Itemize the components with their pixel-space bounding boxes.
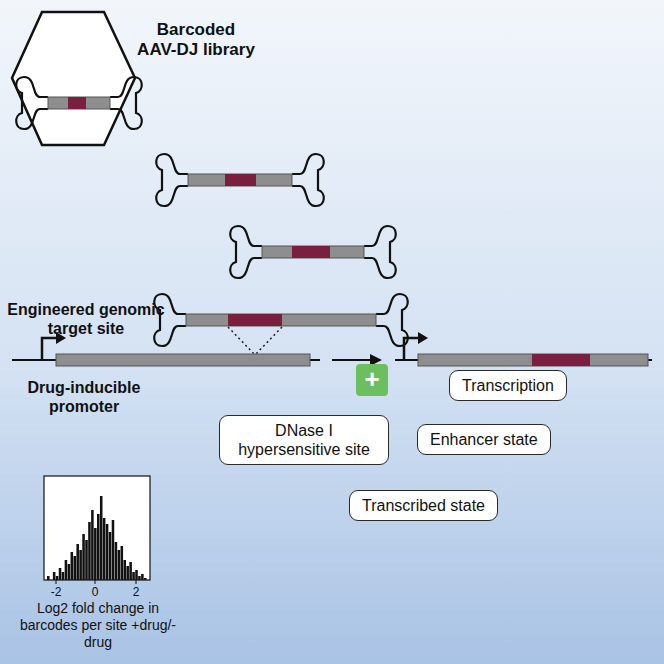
feature-box: Transcribed state xyxy=(349,490,498,521)
axis-tick xyxy=(95,580,96,584)
axis-tick xyxy=(136,580,137,584)
histogram-bar xyxy=(47,576,50,580)
histogram-bar xyxy=(73,556,76,580)
aav-construct xyxy=(156,154,324,206)
homology-arm xyxy=(48,97,110,109)
homology-arm xyxy=(188,174,292,186)
barcode xyxy=(292,246,330,258)
axis-tick-label: -2 xyxy=(41,585,71,599)
histogram-bar xyxy=(85,540,88,580)
histogram-bar xyxy=(50,580,53,581)
caption-label: Drug-inducible promoter xyxy=(4,378,164,416)
target-gene xyxy=(56,354,310,366)
histogram-bar xyxy=(94,528,97,580)
barcode xyxy=(68,97,86,109)
histogram-frame xyxy=(44,476,150,580)
axis-tick xyxy=(56,580,57,584)
node-text: DNase I hypersensitive site xyxy=(238,422,370,458)
itr-hairpin xyxy=(16,77,48,129)
histogram-bar xyxy=(121,546,124,580)
promoter-arrowhead xyxy=(418,332,428,344)
aav-construct xyxy=(16,77,142,129)
histogram-bar xyxy=(103,518,106,580)
itr-hairpin xyxy=(230,226,262,278)
histogram-bar xyxy=(76,544,79,580)
recombination-line xyxy=(228,327,282,358)
aav-capsid xyxy=(12,12,135,145)
histogram-bar xyxy=(106,524,109,580)
caption-label: Barcoded AAV-DJ library xyxy=(136,20,256,61)
histogram-bar xyxy=(79,550,82,580)
feature-box: Transcription xyxy=(449,370,567,401)
histogram-bar xyxy=(97,514,100,580)
histogram-bar xyxy=(144,578,147,580)
histogram-bar xyxy=(138,576,141,580)
barcode xyxy=(228,314,282,326)
caption-label: Log2 fold change in barcodes per site +d… xyxy=(8,600,188,650)
histogram-bar xyxy=(109,532,112,580)
histogram-bar xyxy=(88,522,91,580)
genomic-locus xyxy=(395,332,652,366)
histogram-bar xyxy=(123,560,126,580)
histogram-bar xyxy=(91,510,94,580)
homology-arm xyxy=(262,246,364,258)
histogram-bar xyxy=(115,542,118,580)
histogram-bar xyxy=(135,570,138,580)
histogram-bar xyxy=(118,550,121,580)
axis-tick-label: 0 xyxy=(80,585,110,599)
histogram-bar xyxy=(68,564,71,580)
plus-symbol: + xyxy=(356,364,388,396)
histogram-bars xyxy=(47,496,147,580)
histogram-bar xyxy=(53,572,56,580)
histogram-bar xyxy=(100,496,103,580)
node-text: Transcribed state xyxy=(362,497,485,514)
node-text: Transcription xyxy=(462,377,554,394)
aav-construct xyxy=(230,226,396,278)
histogram-bar xyxy=(129,562,132,580)
caption-label: Engineered genomic target site xyxy=(6,300,166,338)
barcode xyxy=(225,174,256,186)
histogram-bar xyxy=(65,560,68,580)
histogram-bar xyxy=(71,552,74,580)
aav-construct xyxy=(154,294,408,346)
histogram-bar xyxy=(126,566,129,580)
histogram-bar xyxy=(132,572,135,580)
itr-hairpin xyxy=(110,77,142,129)
itr-hairpin xyxy=(156,154,188,206)
itr-hairpin xyxy=(292,154,324,206)
node-text: + xyxy=(364,364,379,394)
itr-hairpin xyxy=(364,226,396,278)
histogram-bar xyxy=(59,568,62,580)
histogram-bar xyxy=(62,572,65,580)
feature-box: Enhancer state xyxy=(417,424,551,455)
feature-box: DNase I hypersensitive site xyxy=(219,415,389,465)
axis-tick-label: 2 xyxy=(121,585,151,599)
result-arrow xyxy=(332,359,372,361)
histogram-bar xyxy=(141,574,144,580)
histogram-bar xyxy=(82,534,85,580)
histogram-bar xyxy=(56,576,59,580)
integrated-barcode xyxy=(532,354,590,366)
node-text: Enhancer state xyxy=(430,431,538,448)
homology-arm xyxy=(186,314,376,326)
target-gene xyxy=(418,354,648,366)
histogram-bar xyxy=(112,520,115,580)
